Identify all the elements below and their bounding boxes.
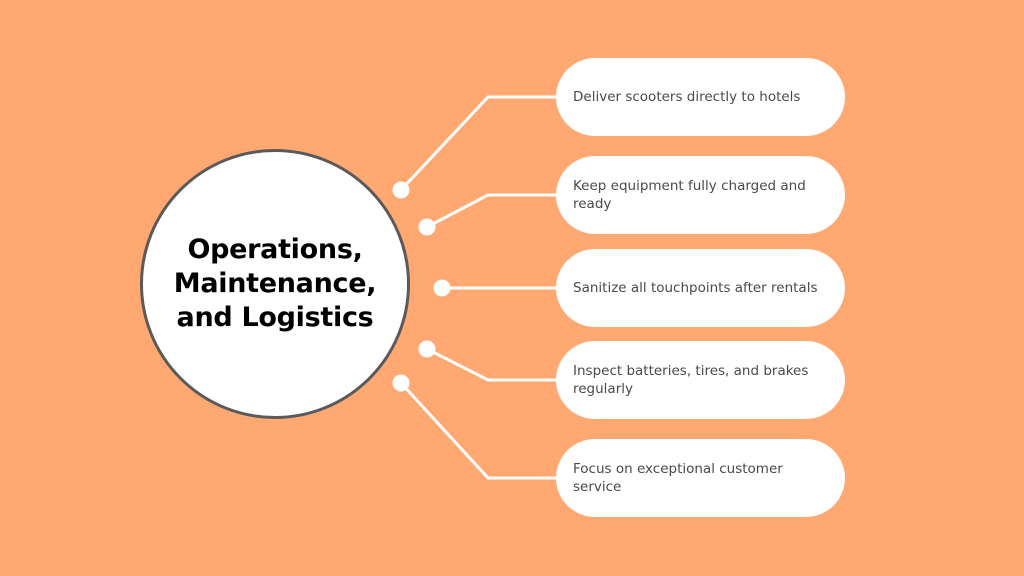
connector-dot-2 [418, 218, 436, 236]
item-label-2: Keep equipment fully charged and ready [573, 178, 806, 212]
item-label-4: Inspect batteries, tires, and brakes reg… [573, 363, 809, 397]
item-box-4: Inspect batteries, tires, and brakes reg… [556, 341, 845, 419]
connector-line-5 [399, 381, 556, 480]
connector-dot-3 [433, 279, 451, 297]
connector-line-4 [426, 347, 556, 382]
connector-line-1 [399, 95, 556, 192]
item-label-5: Focus on exceptional customer service [573, 461, 783, 495]
center-hub: Operations, Maintenance, and Logistics [140, 149, 410, 419]
hub-title: Operations, Maintenance, and Logistics [173, 234, 377, 333]
connector-dot-4 [418, 340, 436, 358]
connector-dot-5 [392, 374, 410, 392]
item-box-5: Focus on exceptional customer service [556, 439, 845, 517]
item-box-3: Sanitize all touchpoints after rentals [556, 249, 845, 327]
item-box-2: Keep equipment fully charged and ready [556, 156, 845, 234]
item-box-1: Deliver scooters directly to hotels [556, 58, 845, 136]
connector-dot-1 [392, 181, 410, 199]
connector-line-2 [426, 193, 556, 229]
item-label-3: Sanitize all touchpoints after rentals [573, 280, 818, 296]
item-label-1: Deliver scooters directly to hotels [573, 89, 801, 105]
